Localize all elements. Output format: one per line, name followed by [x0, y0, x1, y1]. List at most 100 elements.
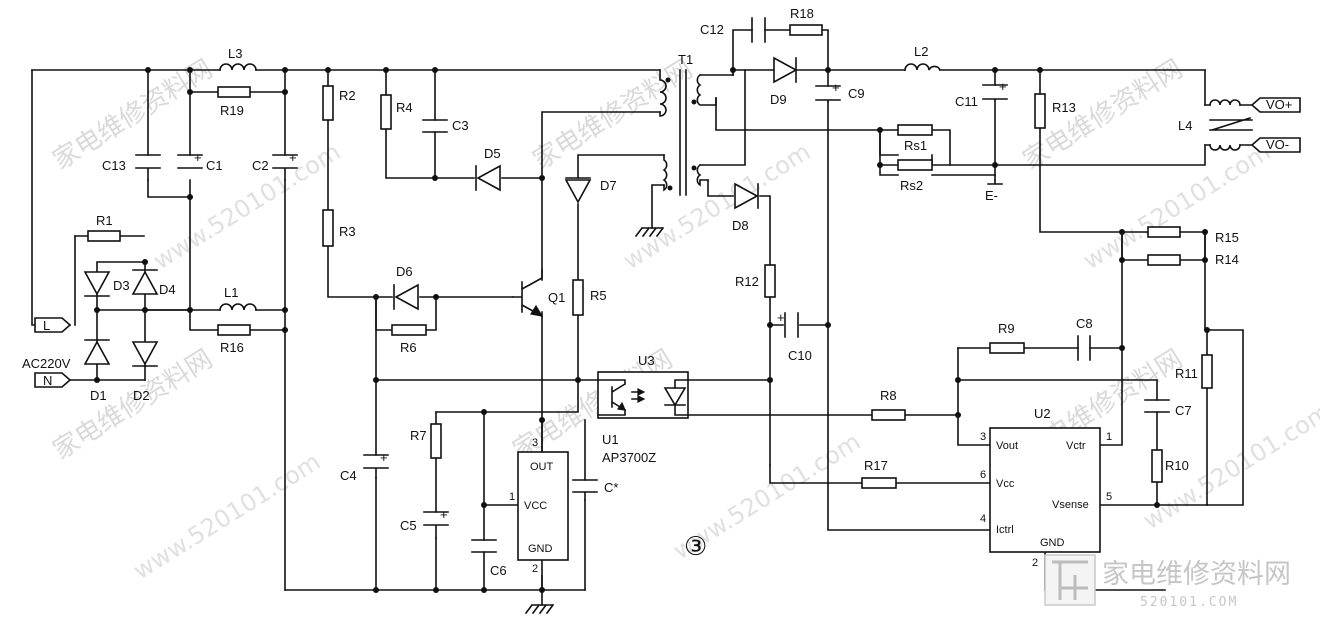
label-r2: R2	[339, 88, 356, 103]
label-c3: C3	[452, 118, 469, 133]
watermark-cn: 家电维修资料网	[48, 344, 218, 466]
terminal-l-label: L	[43, 318, 50, 333]
u1-pin-gnd: GND	[528, 543, 553, 555]
label-c6: C6	[490, 563, 507, 578]
label-r6: R6	[400, 340, 417, 355]
label-c5: C5	[400, 518, 417, 533]
capacitor-c4	[363, 454, 389, 479]
u2-pin-vout: Vout	[996, 440, 1018, 452]
label-r9: R9	[998, 321, 1015, 336]
label-c9: C9	[848, 86, 865, 101]
label-d8: D8	[732, 218, 749, 233]
resistor-r7	[430, 423, 442, 459]
transformer-t1	[659, 69, 717, 196]
label-r11: R11	[1175, 366, 1198, 381]
resistor-rs2	[897, 159, 933, 171]
label-r4: R4	[396, 100, 413, 115]
component-labels: L3 R19 C13 C1 C2 R1 D3 D4 L1 R16 AC220V …	[22, 6, 1292, 578]
label-d1: D1	[90, 388, 107, 403]
terminal-vo-plus[interactable]	[1250, 97, 1301, 113]
svg-text:1: 1	[1106, 431, 1112, 443]
terminal-l[interactable]	[34, 317, 72, 333]
ic-u1	[517, 451, 569, 561]
resistor-r6	[391, 324, 427, 336]
diode-d2	[131, 341, 159, 367]
resistor-rs1	[897, 124, 933, 136]
capacitor-c3	[422, 119, 448, 133]
transistor-q1	[512, 269, 544, 318]
svg-text:3: 3	[532, 437, 538, 449]
resistor-r16	[217, 324, 251, 336]
label-r8: R8	[880, 388, 897, 403]
svg-text:4: 4	[980, 513, 986, 525]
label-cstar: C*	[604, 480, 618, 495]
u1-pin-labels: OUT VCC GND 3 1 2	[509, 437, 554, 575]
inductor-l4	[1209, 99, 1253, 151]
u2-pin-gnd: GND	[1040, 537, 1065, 549]
resistor-r12	[764, 264, 776, 298]
resistor-r3	[322, 209, 334, 247]
capacitor-c2	[272, 154, 298, 181]
label-r10: R10	[1165, 458, 1189, 473]
svg-text:+: +	[289, 150, 297, 165]
label-d2: D2	[133, 388, 150, 403]
capacitor-c11	[982, 84, 1008, 101]
watermark-url: www.520101.com	[148, 138, 345, 276]
label-r12: R12	[735, 274, 759, 289]
capacitor-c12	[751, 17, 766, 43]
u1-pin-out: OUT	[530, 461, 554, 473]
resistor-r8	[871, 409, 906, 421]
svg-text:+: +	[999, 79, 1007, 94]
label-u3: U3	[638, 353, 655, 368]
diode-d7	[564, 177, 592, 204]
label-r19: R19	[220, 103, 244, 118]
label-c1: C1	[206, 158, 223, 173]
resistor-r18	[789, 24, 823, 36]
terminal-vo-minus[interactable]	[1250, 137, 1301, 153]
logo-cn: 家电维修资料网	[1102, 559, 1291, 590]
label-r16: R16	[220, 340, 244, 355]
label-u1-part: AP3700Z	[602, 450, 656, 465]
polarity-marks: + + + + + + +	[194, 79, 1007, 522]
u2-pin-vcc: Vcc	[996, 478, 1015, 490]
label-r1: R1	[96, 213, 113, 228]
resistor-r19	[217, 86, 251, 98]
label-q1: Q1	[548, 290, 565, 305]
label-ac220v: AC220V	[22, 356, 71, 371]
diode-d3	[83, 271, 111, 297]
capacitor-c7	[1144, 399, 1170, 413]
capacitor-c1	[177, 154, 203, 169]
label-t1: T1	[678, 52, 693, 67]
figure-number: ③	[684, 532, 707, 562]
terminal-vo-plus-label: VO+	[1266, 97, 1292, 112]
resistor-r13	[1034, 93, 1046, 129]
label-d6: D6	[396, 264, 413, 279]
svg-text:3: 3	[980, 431, 986, 443]
u2-pin-vsense: Vsense	[1052, 499, 1089, 511]
label-e-minus: E-	[985, 188, 998, 203]
label-d7: D7	[600, 178, 617, 193]
label-l1: L1	[224, 285, 238, 300]
terminal-vo-minus-label: VO-	[1266, 137, 1289, 152]
watermark-cn: 家电维修资料网	[48, 54, 218, 176]
terminal-n[interactable]	[34, 372, 72, 388]
resistor-r10	[1151, 449, 1163, 483]
label-u2: U2	[1034, 406, 1051, 421]
ic-u2	[989, 427, 1101, 553]
svg-text:+: +	[440, 507, 448, 522]
label-r18: R18	[790, 6, 814, 21]
label-r5: R5	[590, 288, 607, 303]
label-r7: R7	[410, 428, 427, 443]
ground-primary	[524, 603, 555, 615]
watermark-url: www.520101.com	[128, 448, 325, 586]
resistor-r2	[322, 85, 334, 121]
label-d9: D9	[770, 92, 787, 107]
ground-e-minus	[987, 179, 1003, 185]
logo-url: 520101.COM	[1140, 595, 1238, 610]
diode-d9	[773, 56, 798, 84]
resistor-r14	[1147, 254, 1181, 266]
inductor-l2	[904, 63, 942, 72]
diode-d8	[734, 182, 759, 210]
label-c7: C7	[1175, 403, 1192, 418]
label-c11: C11	[955, 94, 978, 109]
